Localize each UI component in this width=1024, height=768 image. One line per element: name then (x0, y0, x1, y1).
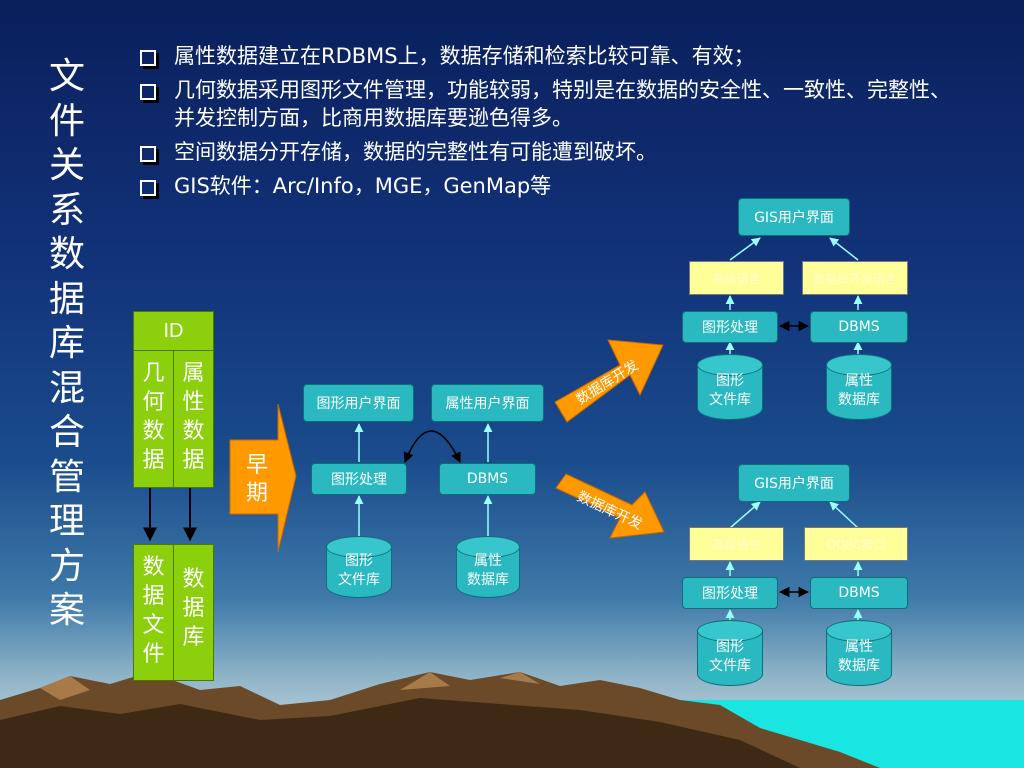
attr-db-cylinder-top: 属性数据库 (826, 354, 892, 420)
dbms-box-bottom: DBMS (810, 577, 908, 609)
bullet-item: 几何数据采用图形文件管理，功能较弱，特别是在数据的安全性、一致性、完整性、并发控… (138, 76, 968, 132)
high-level-lang-box-bottom: 高级语言 (689, 527, 784, 561)
graphic-file-db-cylinder-top: 图形文件库 (697, 354, 763, 420)
early-arrow-shape (229, 403, 297, 553)
graphic-proc-box: 图形处理 (311, 463, 407, 495)
odbc-interface-box-bottom: ODBC接口 (804, 527, 908, 561)
checkbox-bullet-icon (140, 180, 156, 196)
checkbox-bullet-icon (140, 146, 156, 162)
early-label: 早期 (245, 453, 268, 506)
page-title: 文件关系数据库混合管理方案 (48, 56, 85, 631)
geometry-data-cell: 几何数据 (133, 350, 174, 488)
mountain-shadow (0, 698, 800, 768)
dbms-box: DBMS (439, 463, 536, 495)
database-cell: 数据库 (173, 544, 214, 681)
graphic-file-db-cylinder-bottom: 图形文件库 (697, 620, 763, 686)
db-dev-lang-box-top: 数据库开发语言 (802, 261, 908, 295)
data-file-cell: 数据文件 (133, 544, 174, 681)
graphic-proc-box-bottom: 图形处理 (682, 577, 778, 609)
bullet-item: 空间数据分开存储，数据的完整性有可能遭到破坏。 (138, 138, 968, 166)
gis-ui-box-bottom: GIS用户界面 (738, 464, 850, 502)
id-cell: ID (133, 311, 214, 351)
attribute-data-cell: 属性数据 (173, 350, 214, 488)
arrow-curve-link (403, 430, 461, 463)
mountain-highlight (40, 672, 540, 700)
bullet-list: 属性数据建立在RDBMS上，数据存储和检索比较可靠、有效； 几何数据采用图形文件… (138, 42, 968, 206)
bullet-item: GIS软件：Arc/Info，MGE，GenMap等 (138, 172, 968, 200)
attr-ui-box: 属性用户界面 (431, 384, 544, 422)
dev-arrow-top-shape (554, 339, 664, 423)
dev-arrow-bottom-shape (555, 473, 665, 539)
graphic-ui-box: 图形用户界面 (303, 384, 414, 422)
high-level-lang-box-top: 高级语言 (689, 261, 784, 295)
gis-ui-box-top: GIS用户界面 (738, 198, 850, 236)
attr-db-cylinder-bottom: 属性数据库 (826, 620, 892, 686)
graphic-file-db-cylinder: 图形文件库 (326, 536, 392, 598)
dbms-box-top: DBMS (810, 311, 908, 343)
checkbox-bullet-icon (140, 50, 156, 66)
attr-db-cylinder: 属性数据库 (456, 536, 520, 598)
checkbox-bullet-icon (140, 84, 156, 100)
graphic-proc-box-top: 图形处理 (682, 311, 778, 343)
bullet-item: 属性数据建立在RDBMS上，数据存储和检索比较可靠、有效； (138, 42, 968, 70)
